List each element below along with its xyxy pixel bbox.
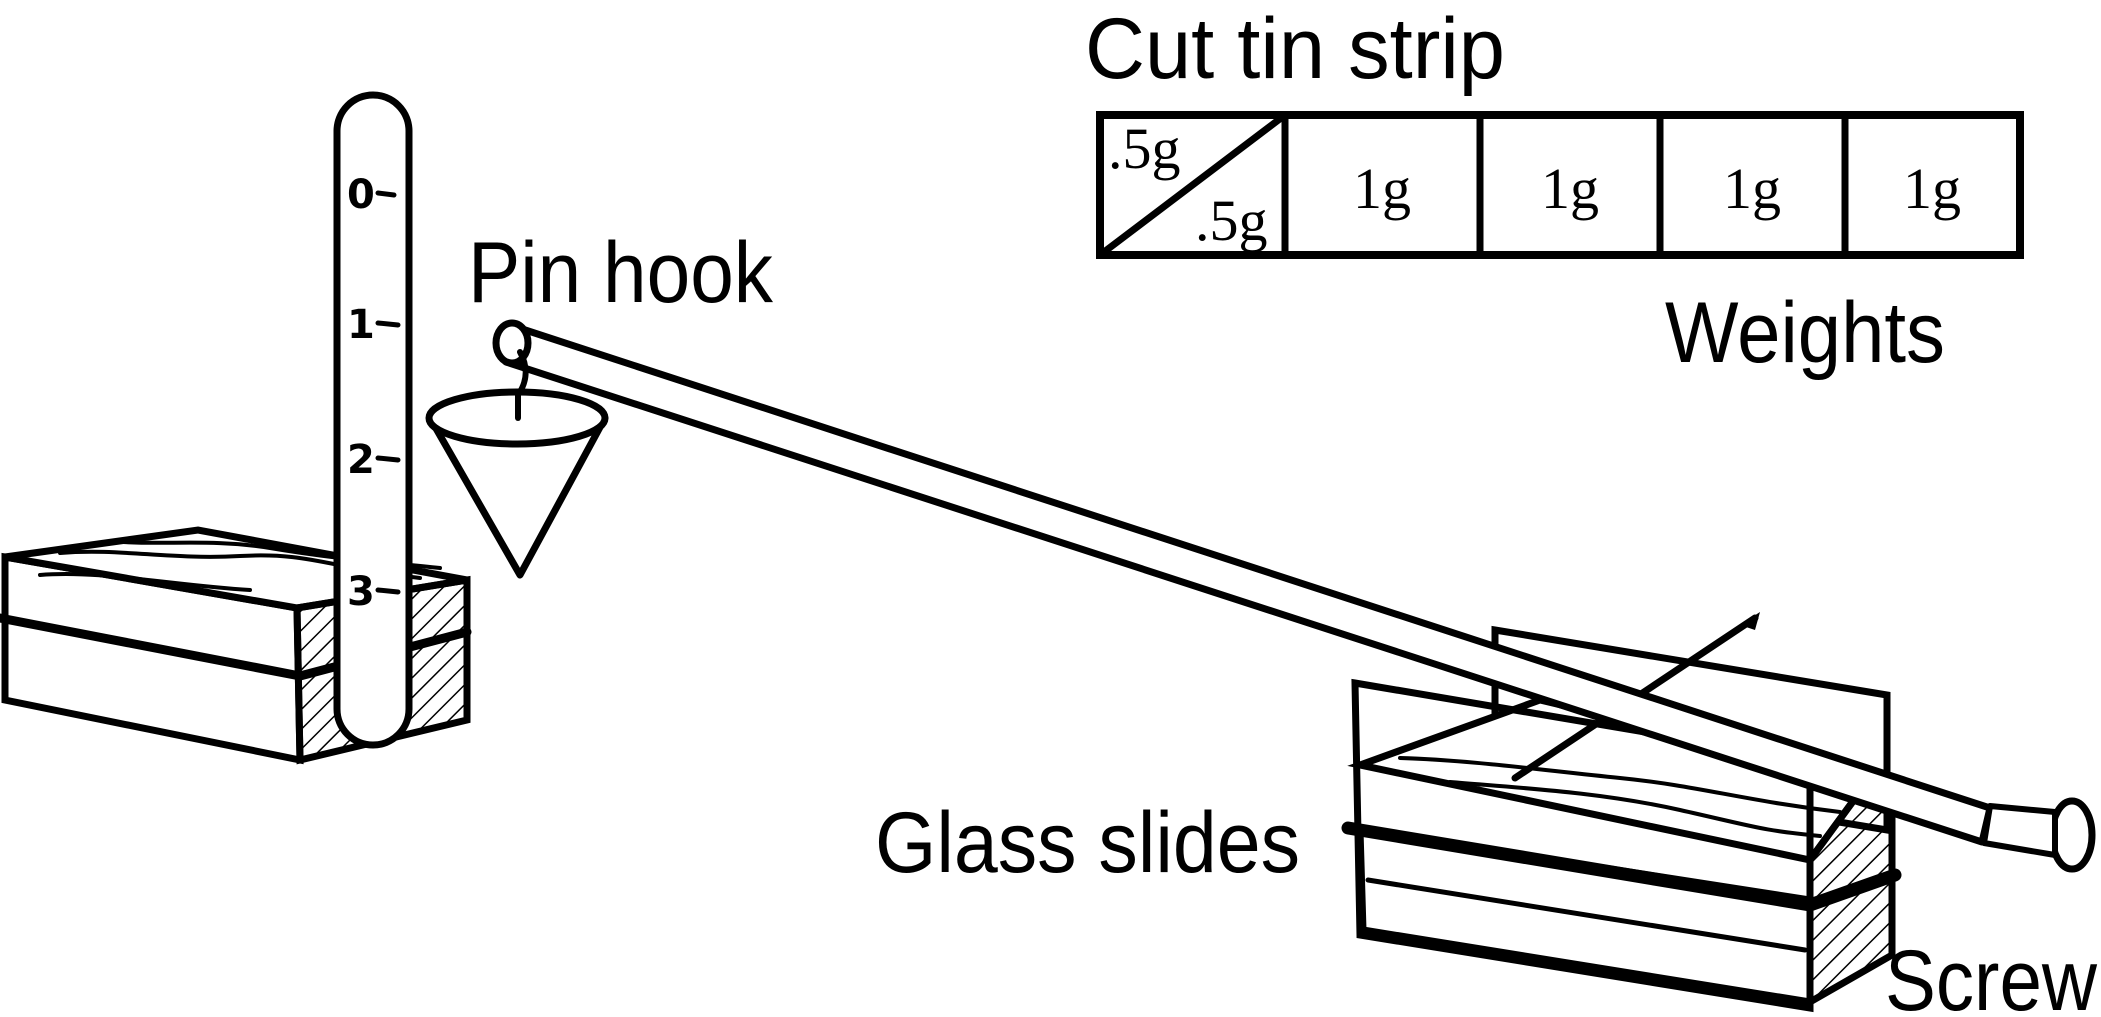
balance-beam bbox=[492, 319, 2096, 873]
tin-cell-1: 1g bbox=[1353, 156, 1411, 221]
label-weights: Weights bbox=[1665, 285, 1945, 381]
label-glass-slides: Glass slides bbox=[875, 795, 1300, 891]
scale-tick-0 bbox=[375, 190, 397, 198]
tin-strip: .5g .5g 1g 1g 1g 1g bbox=[1096, 111, 2024, 259]
tin-cell-4: 1g bbox=[1903, 156, 1961, 221]
scale-mark-0: 0 bbox=[347, 172, 375, 218]
right-wood-block bbox=[1341, 612, 1902, 1013]
label-screw: Screw bbox=[1885, 933, 2098, 1017]
tin-cell-half-bottom: .5g bbox=[1195, 188, 1268, 253]
scale-tick-1 bbox=[375, 320, 401, 328]
scale-mark-3: 3 bbox=[347, 569, 375, 615]
tin-cell-2: 1g bbox=[1541, 156, 1599, 221]
scale-tick-2 bbox=[375, 455, 401, 463]
label-cut-tin-strip: Cut tin strip bbox=[1085, 1, 1505, 97]
tin-cell-half-top: .5g bbox=[1108, 116, 1181, 181]
scale-tick-3 bbox=[375, 587, 401, 595]
pin-hook-pan bbox=[425, 349, 609, 579]
scale-stick: 0 1 2 3 bbox=[333, 91, 413, 749]
label-pin-hook: Pin hook bbox=[468, 225, 774, 321]
scale-mark-2: 2 bbox=[347, 437, 375, 483]
tin-cell-3: 1g bbox=[1723, 156, 1781, 221]
scale-mark-1: 1 bbox=[347, 302, 375, 348]
